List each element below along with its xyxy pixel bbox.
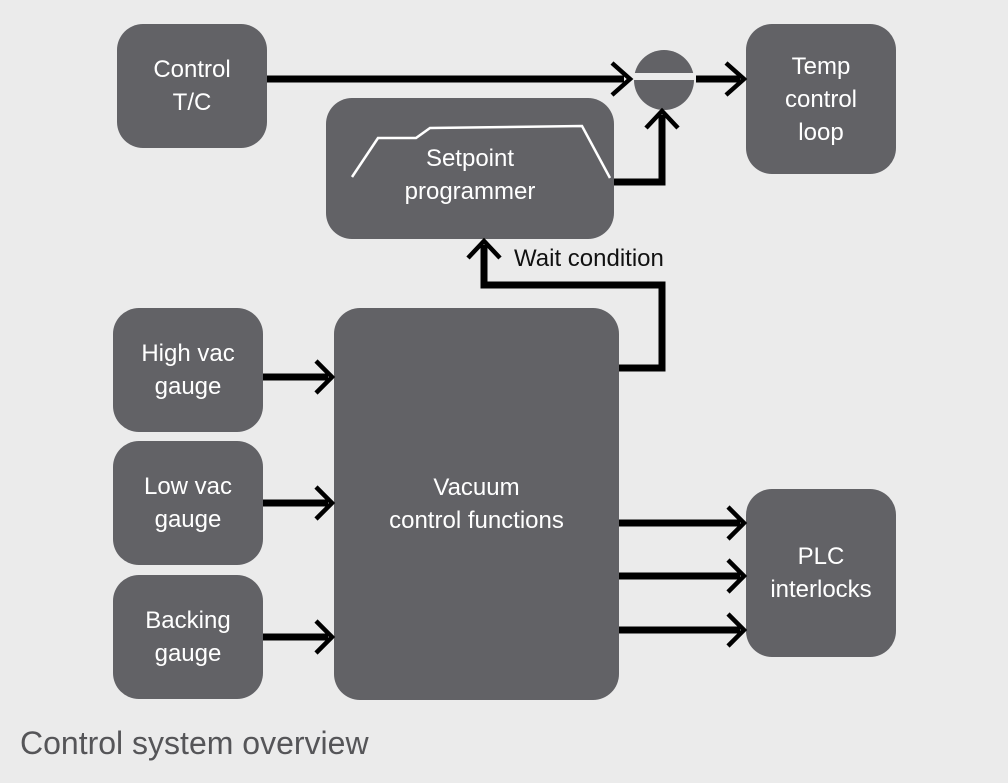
wire-setpoint-to-junction — [614, 115, 666, 186]
arrowhead-icon — [314, 359, 336, 395]
high-vac-gauge-block: High vac gauge — [113, 308, 263, 432]
low-vac-gauge-label: Low vac gauge — [143, 473, 233, 533]
backing-gauge-block: Backing gauge — [113, 575, 263, 699]
arrowhead-icon — [726, 505, 748, 541]
setpoint-programmer-block: Setpoint programmer — [326, 98, 614, 239]
vacuum-control-functions-label: Vacuum control functions — [389, 474, 564, 534]
temp-control-loop-block: Temp control loop — [746, 24, 896, 174]
plc-interlocks-label: PLC interlocks — [770, 543, 872, 603]
backing-gauge-label: Backing gauge — [145, 607, 231, 667]
arrowhead-icon — [724, 61, 748, 97]
arrowhead-icon — [610, 61, 634, 97]
wait-condition-label: Wait condition — [514, 245, 664, 272]
arrowhead-icon — [314, 619, 336, 655]
wire-wait-condition — [480, 245, 666, 372]
low-vac-gauge-block: Low vac gauge — [113, 441, 263, 565]
arrowhead-icon — [314, 485, 336, 521]
arrowhead-icon — [726, 558, 748, 594]
diagram-caption: Control system overview — [20, 725, 369, 761]
vacuum-control-functions-block: Vacuum control functions — [334, 308, 619, 700]
arrowhead-icon — [726, 612, 748, 648]
control-tc-block: Control T/C — [117, 24, 267, 148]
summing-junction — [630, 50, 698, 110]
temp-control-loop-label: Temp control loop — [784, 52, 858, 146]
arrowhead-icon — [466, 237, 502, 260]
plc-interlocks-block: PLC interlocks — [746, 489, 896, 657]
high-vac-gauge-label: High vac gauge — [141, 340, 235, 400]
arrowhead-icon — [644, 107, 680, 130]
setpoint-profile-icon — [350, 124, 612, 179]
setpoint-programmer-label: Setpoint programmer — [404, 145, 536, 205]
control-tc-label: Control T/C — [153, 56, 231, 116]
